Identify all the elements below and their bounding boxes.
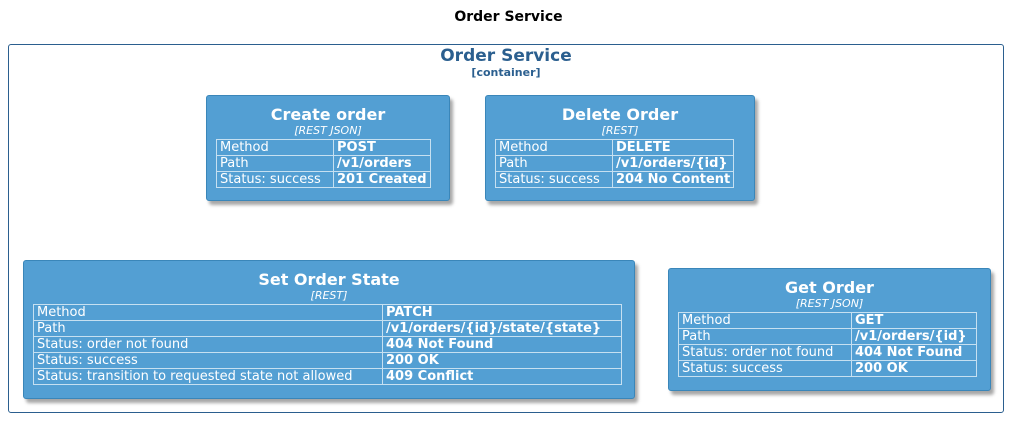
property-key: Method: [495, 139, 613, 156]
property-value: 201 Created: [333, 171, 431, 188]
property-key: Path: [33, 320, 383, 337]
property-key: Method: [678, 312, 852, 329]
property-key: Method: [33, 304, 383, 321]
node-technology: [REST]: [310, 289, 348, 302]
property-key: Path: [495, 155, 613, 172]
property-key: Status: success: [33, 352, 383, 369]
table-row: Status: transition to requested state no…: [33, 368, 622, 385]
property-key: Status: transition to requested state no…: [33, 368, 383, 385]
table-row: Path/v1/orders/{id}: [495, 155, 735, 172]
property-value: 200 OK: [851, 360, 977, 377]
property-value: 204 No Content: [611, 171, 735, 188]
property-key: Status: success: [678, 360, 852, 377]
boundary-type: [container]: [471, 66, 541, 79]
property-value: PATCH: [382, 304, 622, 321]
property-value: /v1/orders/{id}/state/{state}: [382, 320, 622, 337]
property-key: Status: success: [495, 171, 613, 188]
node-title: Delete Order: [561, 105, 679, 124]
property-key: Path: [678, 328, 852, 345]
property-value: GET: [851, 312, 977, 329]
property-value: /v1/orders/{id}: [611, 155, 735, 172]
property-value: 200 OK: [382, 352, 622, 369]
page-title: Order Service: [454, 9, 563, 25]
table-row: Path/v1/orders/{id}: [678, 328, 977, 345]
node-technology: [REST JSON]: [294, 124, 362, 137]
property-value: /v1/orders/{id}: [851, 328, 977, 345]
node-title: Create order: [270, 105, 386, 124]
property-value: 409 Conflict: [382, 368, 622, 385]
property-key: Status: order not found: [678, 344, 852, 361]
table-row: Path/v1/orders/{id}/state/{state}: [33, 320, 622, 337]
boundary-title: Order Service: [440, 46, 572, 66]
table-row: Path/v1/orders: [216, 155, 431, 172]
node-technology: [REST JSON]: [795, 297, 864, 310]
property-value: 404 Not Found: [382, 336, 622, 353]
node-technology: [REST]: [601, 124, 639, 137]
property-key: Method: [216, 139, 334, 156]
property-value: /v1/orders: [333, 155, 431, 172]
node-title: Set Order State: [258, 270, 400, 289]
node-title: Get Order: [785, 278, 874, 297]
property-value: 404 Not Found: [851, 344, 977, 361]
property-key: Status: order not found: [33, 336, 383, 353]
property-value: POST: [333, 139, 431, 156]
property-key: Path: [216, 155, 334, 172]
property-key: Status: success: [216, 171, 334, 188]
container-boundary: Order Service [container]: [8, 44, 1004, 413]
property-value: DELETE: [611, 139, 735, 156]
